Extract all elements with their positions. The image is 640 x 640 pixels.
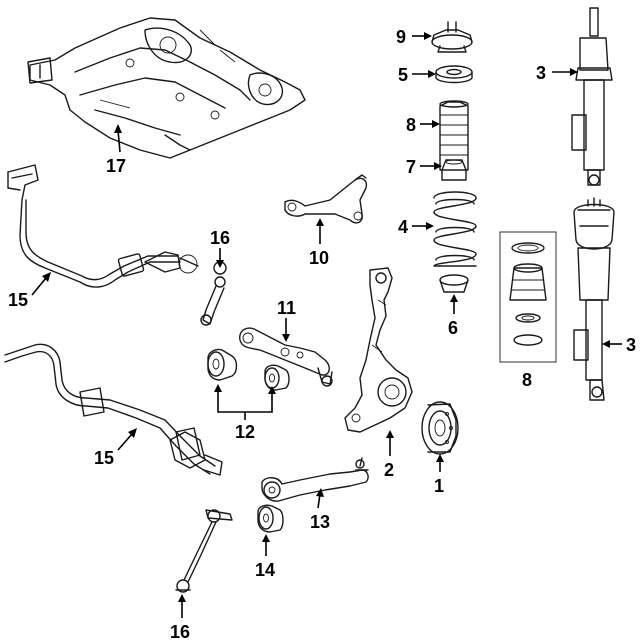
stabilizer-link-part-16-lower [175, 509, 233, 593]
callout-9: 9 [396, 27, 406, 47]
callout-11: 11 [277, 298, 296, 318]
callout-3-upper: 3 [536, 63, 546, 83]
callout-labels: 17 15 16 10 11 12 15 2 1 13 14 16 9 5 8 … [8, 27, 636, 640]
wheel-hub-part-1 [421, 401, 459, 455]
dust-boot-part-8 [439, 100, 469, 171]
callout-8-upper: 8 [406, 115, 416, 135]
shock-absorber-part-3-upper [571, 7, 613, 186]
bushings-part-12 [207, 348, 290, 391]
spring-seat-part-5 [435, 65, 473, 84]
callout-2: 2 [384, 460, 394, 480]
lower-spring-seat-part-6 [439, 274, 469, 293]
upper-control-arm-part-10 [284, 174, 368, 224]
callout-4: 4 [398, 217, 408, 237]
steering-knuckle-part-2 [344, 267, 413, 433]
callout-15-lower: 15 [94, 448, 114, 468]
callout-15-upper: 15 [8, 290, 28, 310]
lower-control-arm-part-13 [261, 457, 369, 502]
coil-spring-part-4 [433, 191, 477, 267]
callout-8-box: 8 [522, 370, 532, 390]
callout-5: 5 [398, 65, 408, 85]
air-strut-part-3-lower [573, 197, 615, 401]
callout-16-lower: 16 [170, 622, 190, 640]
callout-16-upper: 16 [210, 228, 230, 248]
stabilizer-bar-part-15-upper [7, 164, 199, 288]
stabilizer-bar-part-15-lower [4, 343, 223, 476]
callout-7: 7 [406, 157, 416, 177]
bushing-part-14 [257, 504, 284, 533]
lower-control-arm-part-11 [239, 327, 333, 387]
callout-1: 1 [434, 476, 444, 496]
callout-10: 10 [309, 248, 329, 268]
stabilizer-link-part-16-upper [200, 261, 227, 326]
callout-3-lower: 3 [626, 335, 636, 355]
callout-13: 13 [310, 512, 330, 532]
strut-kit-part-8-box [499, 231, 557, 363]
callout-12: 12 [235, 422, 255, 442]
callout-17: 17 [106, 156, 126, 176]
leader-lines [31, 32, 622, 618]
bump-stop-part-7 [441, 159, 467, 181]
subframe-part-17 [27, 17, 306, 159]
callout-14: 14 [255, 560, 275, 580]
strut-mount-part-9 [431, 21, 473, 53]
callout-6: 6 [448, 318, 458, 338]
